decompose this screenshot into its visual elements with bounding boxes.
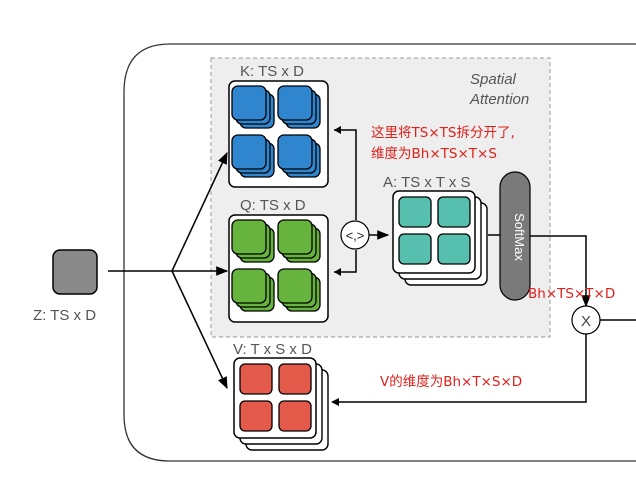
multiply-label: X	[581, 313, 591, 330]
q-tile-1	[231, 219, 267, 255]
q-to-dot-connector	[334, 250, 357, 273]
spatial-label-1: Spatial	[470, 71, 517, 88]
note-v-dim: V的维度为Bh×T×S×D	[380, 374, 522, 390]
k-tile-4	[277, 134, 313, 170]
note-split-line1: 这里将TS×TS拆分开了,	[371, 124, 515, 141]
spatial-label-2: Attention	[469, 91, 529, 108]
arrow-to-v	[171, 270, 228, 390]
k-tile-3	[231, 134, 267, 170]
dot-product-label: <,>	[346, 228, 365, 243]
v-tile-2	[278, 363, 312, 395]
q-tiles	[231, 219, 321, 312]
q-tile-3	[231, 268, 267, 304]
a-tile-4	[437, 233, 471, 265]
k-tile-1	[231, 85, 267, 121]
v-tile-1	[239, 363, 273, 395]
a-label: A: TS x T x S	[383, 174, 471, 191]
q-arrow-head	[334, 268, 341, 276]
outer-container	[123, 43, 636, 462]
v-tile-4	[278, 400, 312, 432]
z-tile	[52, 249, 98, 295]
v-label: V: T x S x D	[233, 341, 312, 358]
k-tiles	[231, 85, 321, 178]
a-tile-3	[398, 233, 432, 265]
q-label: Q: TS x D	[240, 197, 306, 214]
note-split-line2: 维度为Bh×TS×T×S	[371, 146, 497, 162]
softmax-label: SoftMax	[512, 213, 527, 261]
a-tiles	[398, 196, 471, 265]
z-label: Z: TS x D	[33, 307, 96, 324]
q-tile-4	[277, 268, 313, 304]
a-tile-1	[398, 196, 432, 228]
softmax-to-multiply	[530, 235, 591, 308]
v-tiles	[239, 363, 312, 432]
k-to-dot-connector	[334, 129, 357, 220]
note-after-softmax: Bh×TS×T×D	[528, 286, 615, 302]
k-arrow-head	[334, 126, 341, 134]
v-to-multiply	[336, 334, 587, 403]
k-label: K: TS x D	[240, 63, 304, 80]
k-tile-2	[277, 85, 313, 121]
v-tile-3	[239, 400, 273, 432]
a-tile-2	[437, 196, 471, 228]
arrow-to-k	[171, 151, 228, 272]
v-arrow-head	[331, 398, 339, 406]
q-tile-2	[277, 219, 313, 255]
